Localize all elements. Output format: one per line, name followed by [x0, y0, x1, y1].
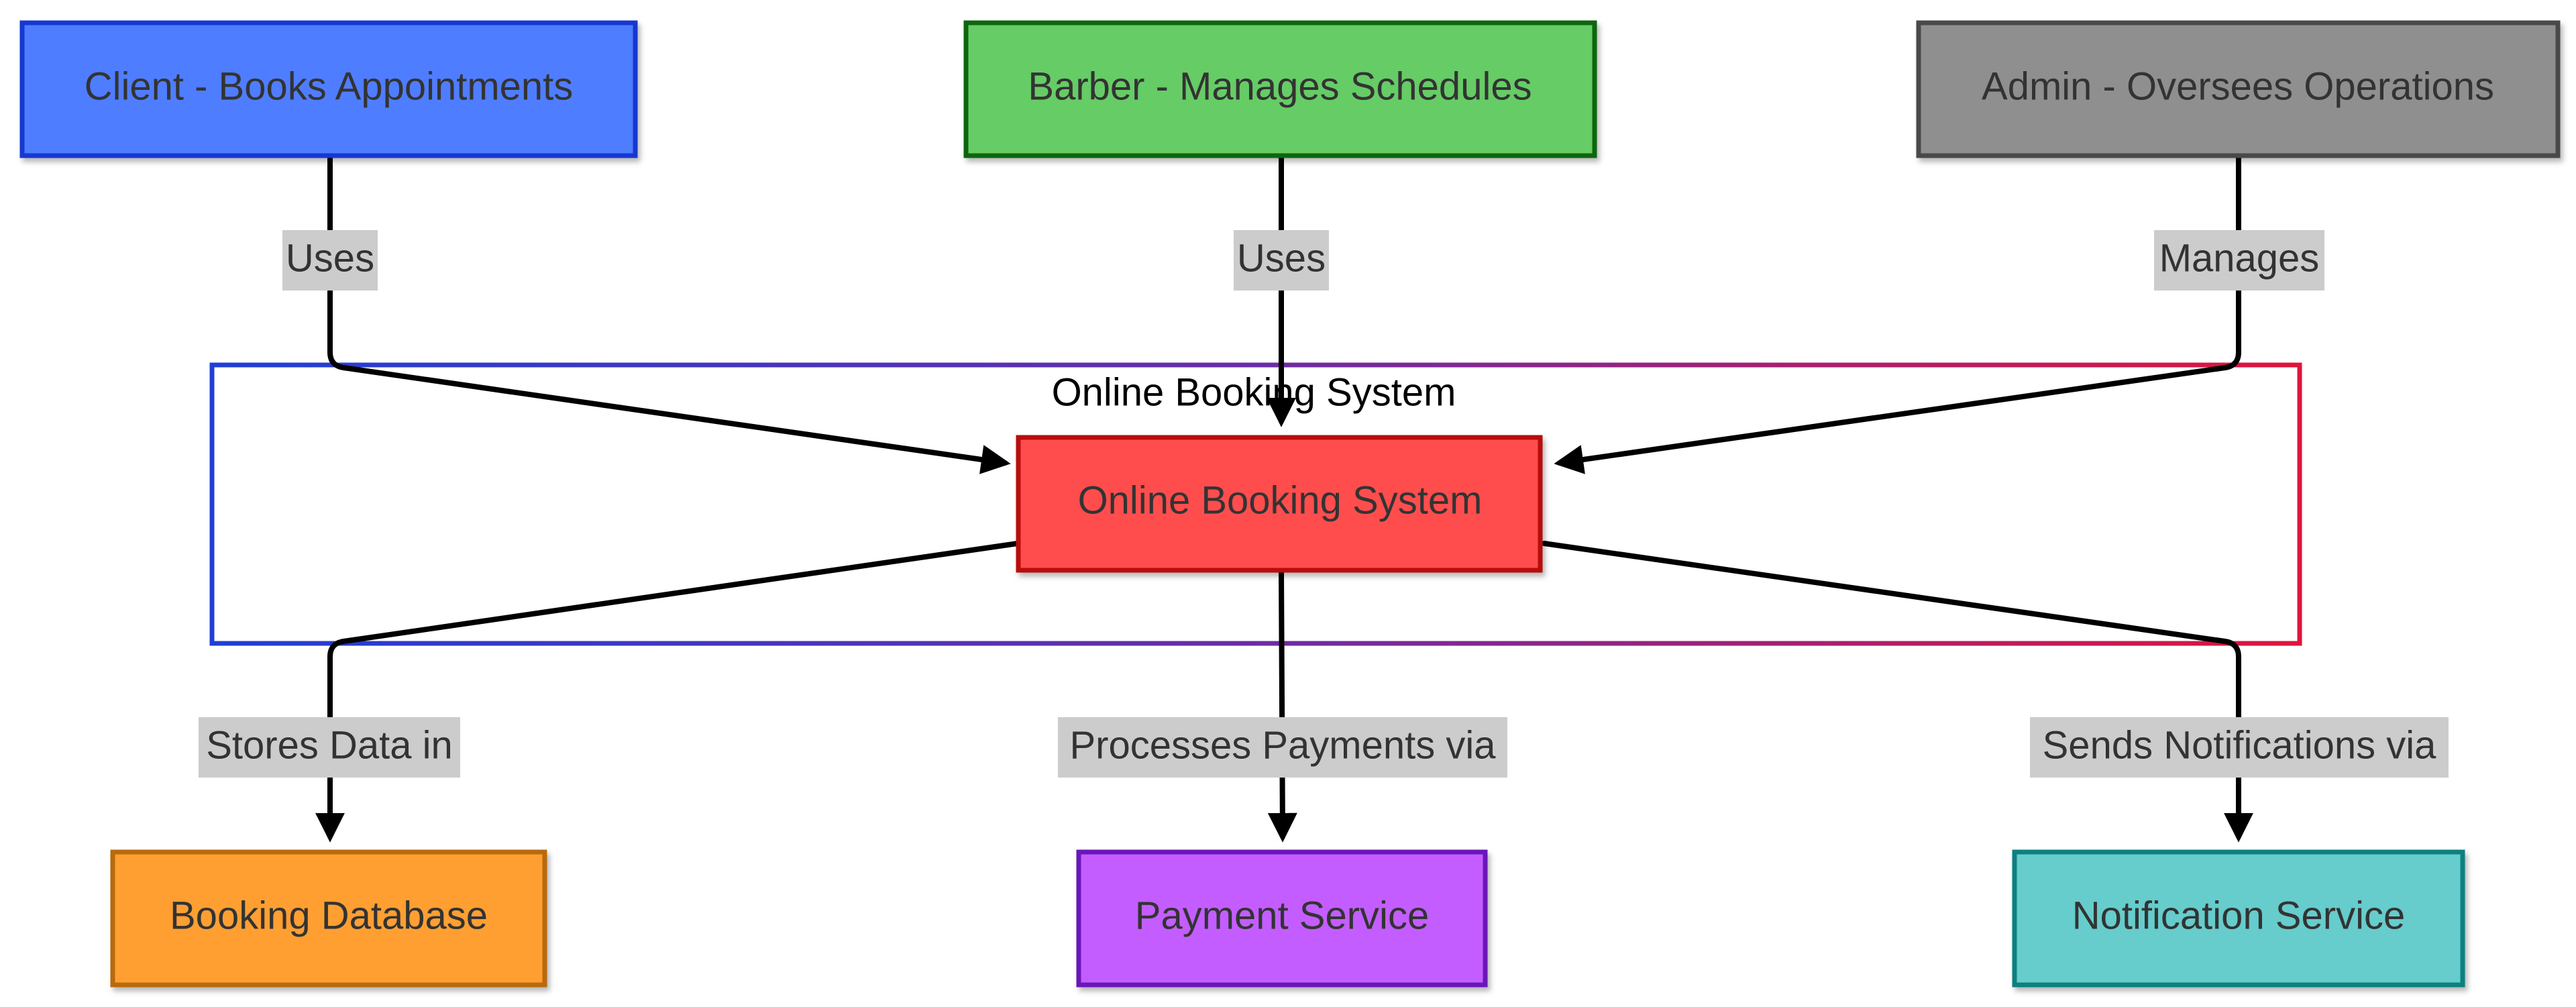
node-barber-border	[963, 20, 1597, 158]
edge-admin-to-booking	[1554, 156, 2241, 474]
edge-label-stores-data: Stores Data in	[199, 717, 460, 778]
edge-label-processes-payments: Processes Payments via	[1058, 717, 1507, 778]
node-barber-label: Barber - Manages Schedules	[1028, 64, 1532, 108]
node-database[interactable]	[110, 849, 547, 988]
edge-label-sends-notifications: Sends Notifications via	[2030, 717, 2449, 778]
node-database-box[interactable]	[113, 852, 545, 985]
edge-client-to-booking	[327, 156, 1011, 474]
node-notification-border	[2012, 849, 2465, 988]
node-admin-label: Admin - Oversees Operations	[1982, 64, 2494, 108]
node-client[interactable]	[19, 20, 638, 158]
booking-system-cluster	[209, 362, 2302, 646]
node-notification-box[interactable]	[2015, 852, 2463, 985]
cluster-border	[209, 362, 2302, 646]
node-booking-system-label: Online Booking System	[1078, 478, 1483, 522]
node-admin-box[interactable]	[1919, 23, 2558, 156]
node-payment[interactable]	[1076, 849, 1488, 988]
node-notification-label: Notification Service	[2072, 894, 2405, 937]
edge-booking-to-database	[315, 541, 1020, 843]
node-barber[interactable]	[963, 20, 1597, 158]
nodes: Client - Books Appointments Barber - Man…	[19, 20, 2561, 988]
node-client-label: Client - Books Appointments	[85, 64, 574, 108]
edge-label-text: Processes Payments via	[1069, 723, 1496, 767]
edge-label-barber-uses: Uses	[1234, 230, 1329, 290]
node-client-box[interactable]	[22, 23, 635, 156]
node-database-border	[110, 849, 547, 988]
edge-booking-to-notification	[1542, 541, 2253, 843]
edge-label-text: Uses	[1237, 236, 1326, 280]
edge-label-text: Sends Notifications via	[2043, 723, 2436, 767]
node-admin-border	[1916, 20, 2561, 158]
cluster-title: Online Booking System	[1052, 370, 1456, 414]
node-barber-box[interactable]	[966, 23, 1595, 156]
edge-label-admin-manages: Manages	[2154, 230, 2324, 290]
edges	[315, 156, 2253, 843]
edge-label-text: Manages	[2159, 236, 2320, 280]
node-booking-system[interactable]	[1016, 435, 1543, 573]
node-payment-box[interactable]	[1079, 852, 1485, 985]
edge-booking-to-payment	[1267, 569, 1297, 843]
node-database-label: Booking Database	[170, 894, 488, 937]
node-payment-border	[1076, 849, 1488, 988]
node-client-border	[19, 20, 638, 158]
node-notification[interactable]	[2012, 849, 2465, 988]
node-booking-system-border	[1016, 435, 1543, 573]
edge-label-client-uses: Uses	[282, 230, 378, 290]
node-booking-system-box[interactable]	[1018, 437, 1540, 570]
node-admin[interactable]	[1916, 20, 2561, 158]
node-payment-label: Payment Service	[1135, 894, 1429, 937]
edge-label-text: Uses	[286, 236, 374, 280]
edge-label-text: Stores Data in	[206, 723, 453, 767]
edge-labels: Uses Uses Manages Stores Data in Process…	[199, 230, 2449, 778]
